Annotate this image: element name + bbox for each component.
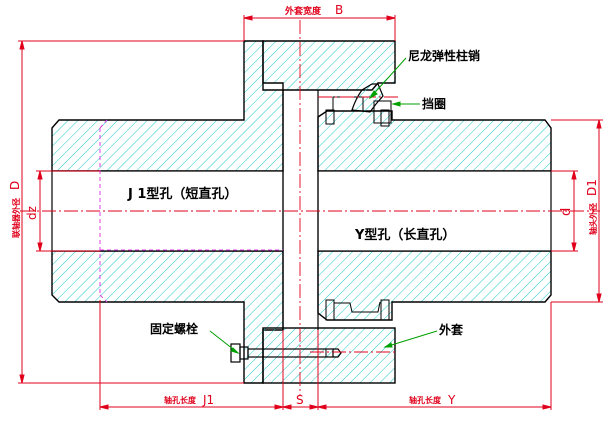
- right-hub-lower: [317, 250, 552, 321]
- retaining-ring-label: 挡圈: [422, 96, 446, 111]
- pin-upper: [351, 83, 384, 113]
- fixing-bolt: [230, 343, 342, 363]
- s-label: S: [296, 393, 304, 407]
- fixing-bolt-label: 固定螺栓: [150, 321, 198, 336]
- sleeve-bottom: [262, 327, 396, 384]
- left-hub-upper: [51, 40, 284, 172]
- j1-bore-label: J 1型孔（短直孔）: [127, 186, 237, 202]
- bolt-shank: [247, 348, 334, 358]
- right-dim-symbol: D1: [585, 179, 599, 196]
- j1-length-text: 轴孔长度: [164, 395, 197, 405]
- outer-width-label: 外套宽度: [284, 5, 322, 17]
- right-hub: [317, 110, 552, 321]
- hidden-lines: [99, 119, 283, 303]
- right-hub-upper: [317, 110, 552, 172]
- d-label: d: [559, 208, 574, 216]
- dz-label: dz: [25, 206, 39, 220]
- leader-lines: [209, 57, 438, 355]
- dimension-lines: [18, 15, 603, 410]
- centerlines: [20, 20, 600, 395]
- nylon-pin-label: 尼龙弹性柱销: [408, 48, 480, 63]
- y-bore-label: Y型孔（长直孔）: [354, 227, 455, 243]
- outer-sleeve: [262, 40, 396, 384]
- left-hub: [51, 40, 284, 384]
- y-length-text: 轴孔长度: [409, 395, 442, 405]
- j1-length-symbol: J1: [202, 393, 214, 407]
- nylon-pin: [325, 83, 392, 321]
- sleeve-top: [262, 40, 396, 91]
- left-dim-symbol: D: [8, 181, 22, 190]
- right-dim-text: 轴头外径: [588, 203, 598, 235]
- outer-width-symbol: B: [335, 3, 343, 17]
- left-dim-text: 联轴器外径: [11, 198, 21, 238]
- left-hub-lower: [51, 250, 284, 384]
- y-length-symbol: Y: [447, 393, 456, 407]
- outer-sleeve-label: 外套: [439, 322, 464, 337]
